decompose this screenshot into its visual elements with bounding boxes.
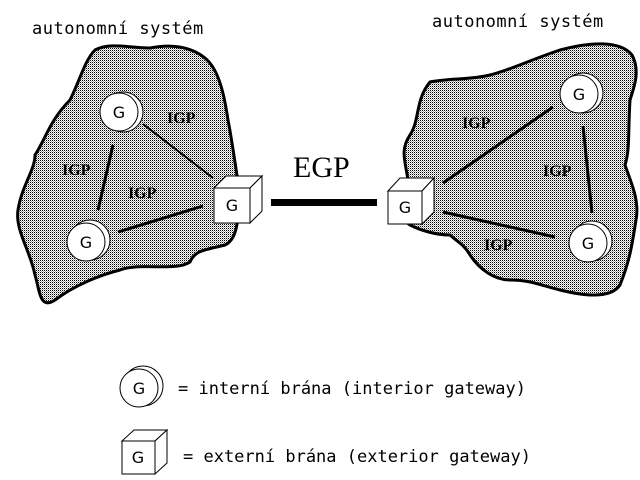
egp-label: EGP — [293, 151, 350, 184]
right-interior-gateway-2[interactable]: G — [568, 220, 613, 263]
left-igp-link-int-int — [96, 144, 115, 211]
left-igp-link-top-ext — [142, 123, 214, 179]
right-exterior-gateway[interactable]: G — [386, 176, 436, 226]
right-igp-label-1: IGP — [462, 115, 491, 132]
left-igp-link-bottom-ext — [117, 204, 204, 234]
legend-interior-symbol: G — [133, 379, 145, 398]
right-igp-link-top-ext — [442, 105, 554, 185]
legend: G = interní brána (interior gateway) G =… — [119, 365, 531, 476]
left-interior-gateway-1[interactable]: G — [99, 91, 144, 133]
legend-exterior-gateway-icon: G — [120, 428, 169, 476]
right-interior-gateway-1[interactable]: G — [559, 72, 604, 114]
left-interior-gateway-2[interactable]: G — [66, 219, 111, 262]
left-igp-label-2: IGP — [62, 162, 91, 179]
right-igp-label-2: IGP — [543, 163, 572, 180]
egp-line — [271, 199, 377, 206]
left-igp-label-1: IGP — [167, 110, 196, 127]
legend-exterior-symbol: G — [132, 448, 144, 467]
left-autonomous-system: autonomní systém IGP IGP IGP G G G — [16, 19, 264, 305]
gateway-label: G — [226, 196, 238, 215]
gateway-label: G — [573, 85, 585, 104]
legend-interior-text: = interní brána (interior gateway) — [178, 379, 526, 399]
left-system-title: autonomní systém — [32, 19, 204, 39]
gateway-label: G — [582, 234, 594, 253]
right-igp-link-bottom-ext — [442, 210, 556, 239]
left-exterior-gateway[interactable]: G — [212, 174, 264, 225]
right-igp-label-3: IGP — [484, 237, 513, 254]
right-autonomous-system: autonomní systém IGP IGP IGP G G G — [386, 12, 639, 297]
gateway-label: G — [80, 233, 92, 252]
legend-interior-gateway-icon: G — [119, 365, 164, 408]
left-igp-label-3: IGP — [128, 185, 157, 202]
right-system-title: autonomní systém — [432, 12, 604, 32]
right-igp-link-int-int — [581, 125, 594, 214]
egp-link: EGP — [271, 151, 377, 206]
gateway-label: G — [399, 198, 411, 217]
gateway-label: G — [113, 103, 125, 122]
legend-exterior-text: = externí brána (exterior gateway) — [183, 447, 531, 467]
